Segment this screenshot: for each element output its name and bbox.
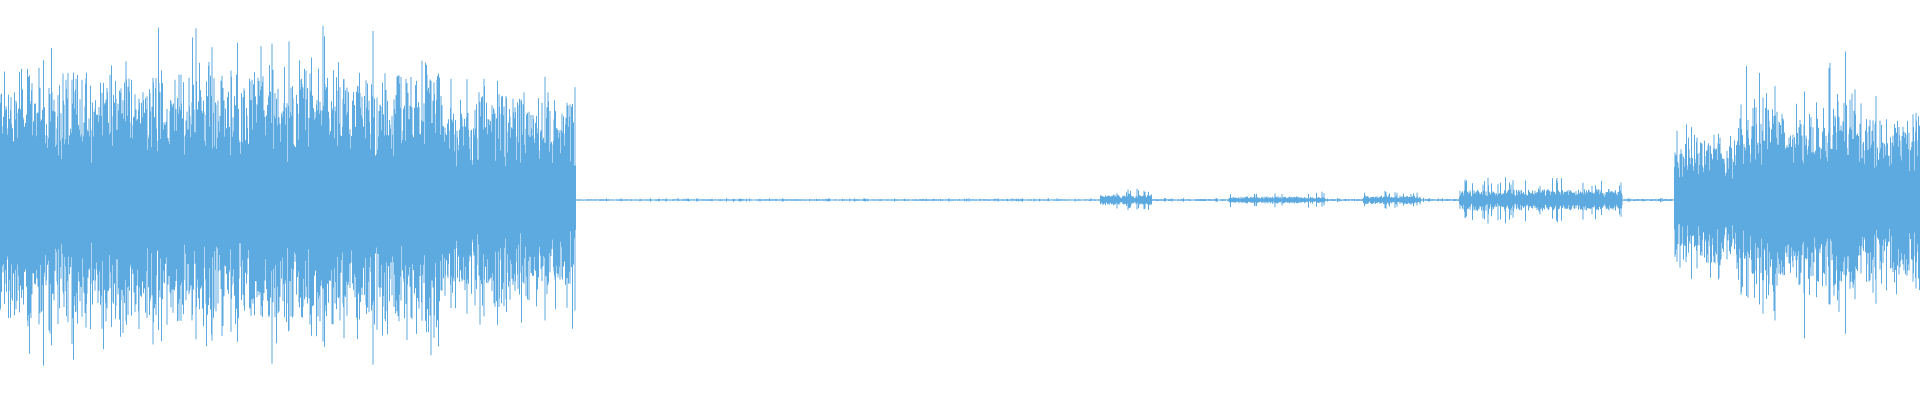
waveform-bars <box>0 25 1920 366</box>
waveform-trace <box>0 25 1920 366</box>
